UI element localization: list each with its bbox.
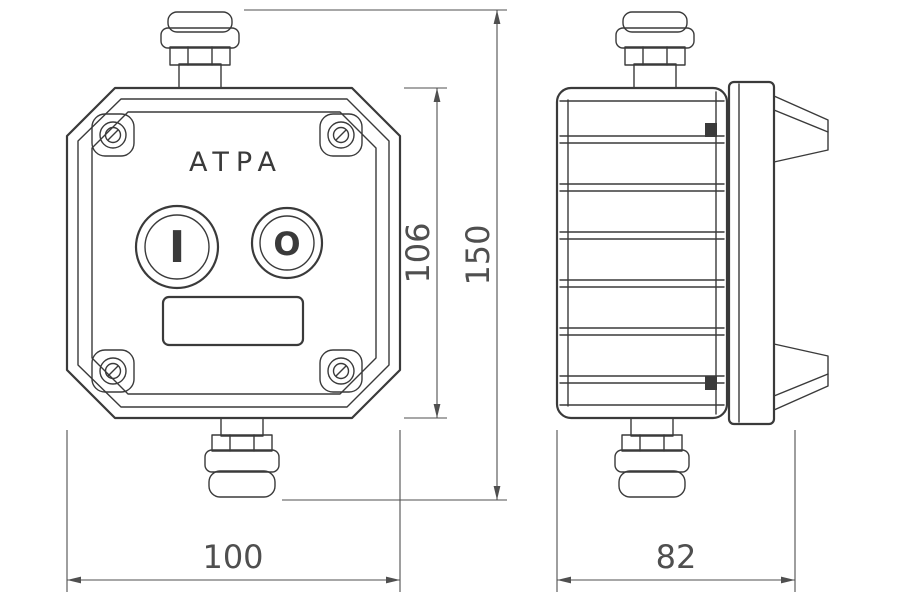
- arrowhead-left: [67, 576, 81, 584]
- front-view: ATPA I O: [65, 11, 402, 498]
- gland-flange: [615, 27, 695, 49]
- front-inner-panel-outline: [91, 111, 377, 395]
- button-on-symbol: I: [169, 222, 185, 273]
- corner-screw: [99, 357, 127, 385]
- dimension-annotations: 106 150 100 82: [66, 9, 796, 592]
- screw-boss: [319, 349, 363, 393]
- arrowhead-right: [386, 576, 400, 584]
- corner-screws: [91, 113, 363, 393]
- arrowhead-left: [557, 576, 571, 584]
- latch-top: [773, 95, 829, 163]
- gland-hex-body: [621, 434, 683, 452]
- front-top-cable-gland: [160, 11, 240, 89]
- lid-latches: [705, 95, 829, 411]
- corner-screw: [327, 357, 355, 385]
- dimension-side-width: 82: [556, 430, 796, 592]
- gland-hex-body: [211, 434, 273, 452]
- gland-cap: [208, 470, 276, 498]
- nameplate-window: [161, 295, 305, 347]
- dimension-total-height: 150: [244, 9, 507, 501]
- side-top-cable-gland: [615, 11, 695, 89]
- dimension-body-height: 106: [399, 87, 447, 419]
- arrowhead-up: [493, 10, 501, 24]
- gland-flange: [614, 449, 690, 473]
- screw-boss: [91, 113, 135, 157]
- button-off-bezel: [250, 206, 324, 280]
- arrowhead-down: [493, 486, 501, 500]
- latch-catch-top: [705, 123, 717, 137]
- front-outer-outline: [65, 86, 402, 420]
- button-on: I: [134, 204, 220, 290]
- arrowhead-down: [433, 404, 441, 418]
- side-body-outline: [555, 86, 729, 420]
- dimension-front-width-label: 100: [202, 538, 263, 576]
- button-on-face: [144, 214, 210, 280]
- screw-slot: [107, 129, 119, 141]
- side-ribs: [559, 135, 725, 384]
- gland-hex-body: [624, 46, 686, 66]
- gland-neck: [630, 417, 674, 437]
- screw-slot: [107, 365, 119, 377]
- gland-neck: [633, 63, 677, 89]
- screw-slot: [335, 365, 347, 377]
- dimension-side-width-label: 82: [656, 538, 697, 576]
- corner-screw: [332, 362, 350, 380]
- button-off-symbol: O: [273, 225, 300, 263]
- brand-label: ATPA: [189, 147, 283, 178]
- button-on-bezel: [134, 204, 220, 290]
- side-bottom-cable-gland: [614, 417, 690, 498]
- gland-neck: [220, 417, 264, 437]
- front-lid-outline: [77, 98, 390, 408]
- gland-cap: [618, 470, 686, 498]
- screw-slot: [335, 129, 347, 141]
- button-off: O: [250, 206, 324, 280]
- dimension-body-height-label: 106: [399, 222, 437, 283]
- screw-boss: [91, 349, 135, 393]
- side-lid-outline: [727, 80, 776, 426]
- corner-screw: [104, 126, 122, 144]
- button-off-face: [259, 215, 315, 271]
- corner-screw: [104, 362, 122, 380]
- side-view: [555, 11, 829, 498]
- corner-screw: [332, 126, 350, 144]
- latch-top-edge: [773, 109, 829, 133]
- latch-bottom: [773, 343, 829, 411]
- gland-neck: [178, 63, 222, 89]
- gland-flange: [160, 27, 240, 49]
- arrowhead-right: [781, 576, 795, 584]
- arrowhead-up: [433, 88, 441, 102]
- latch-catch-bottom: [705, 376, 717, 390]
- gland-cap: [622, 11, 688, 33]
- gland-hex-body: [169, 46, 231, 66]
- latch-bottom-edge: [773, 373, 829, 397]
- gland-flange: [204, 449, 280, 473]
- dimension-front-width: 100: [66, 430, 401, 592]
- dimension-total-height-label: 150: [459, 224, 497, 285]
- gland-cap: [167, 11, 233, 33]
- corner-screw: [327, 121, 355, 149]
- corner-screw: [99, 121, 127, 149]
- screw-boss: [319, 113, 363, 157]
- front-bottom-cable-gland: [204, 417, 280, 498]
